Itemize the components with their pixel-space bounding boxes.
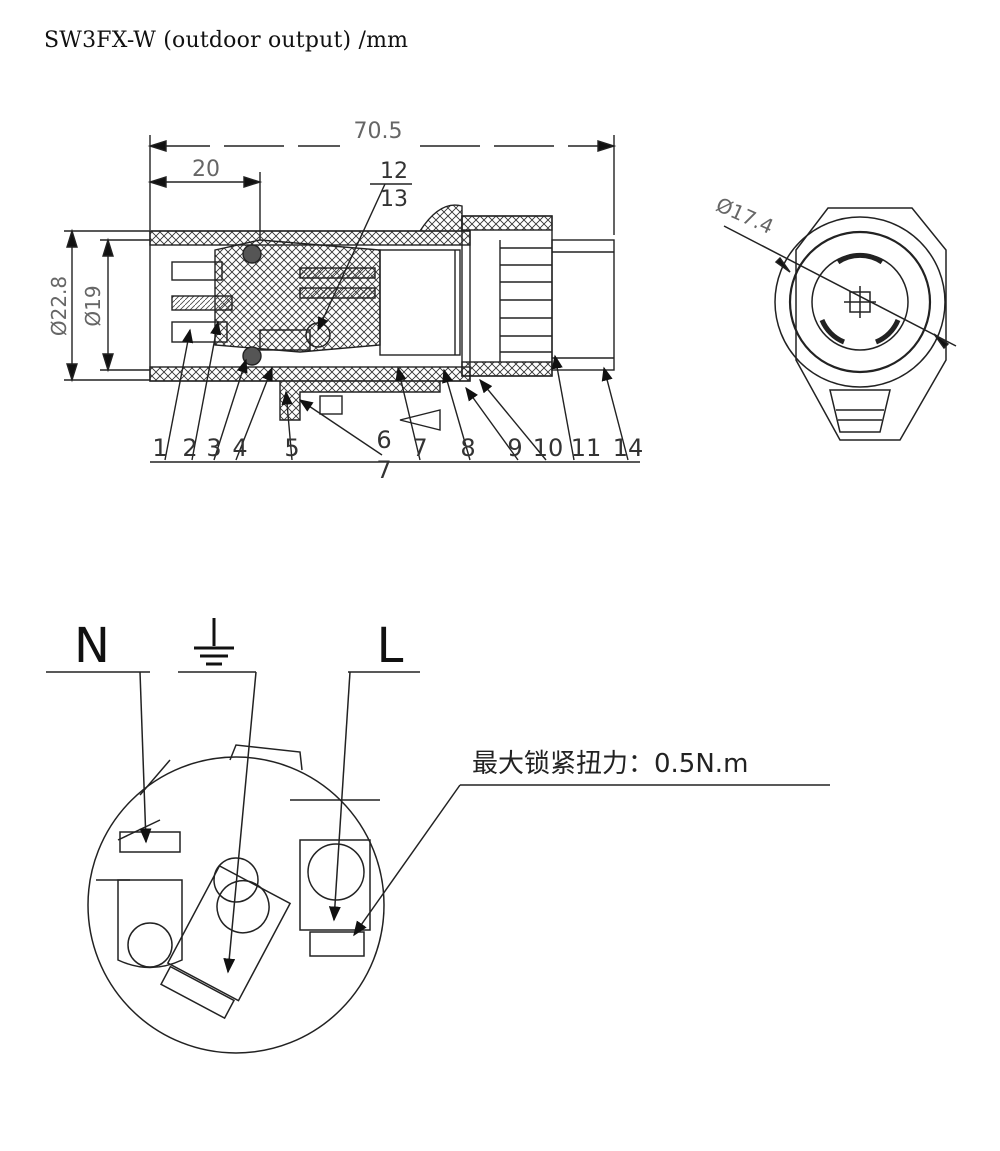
callout-label-3: 3 [206, 434, 221, 462]
dim-70-5-label: 70.5 [354, 119, 403, 144]
callout-labels: 1 2 3 4 5 6 7 7 8 9 10 11 14 [152, 426, 643, 484]
callout-label-2: 2 [182, 434, 197, 462]
dim-17-4-label: Ø17.4 [712, 192, 777, 238]
callout-leaders [150, 320, 640, 463]
dimension-diameters: Ø22.8 Ø19 [47, 228, 150, 383]
terminal-label-l: L [377, 618, 404, 674]
callout-label-14: 13 [380, 187, 408, 212]
callout-label-13: 12 [380, 159, 408, 184]
wiring-detail: N L [46, 618, 830, 1054]
dim-19-label: Ø19 [81, 285, 105, 326]
callout-label-6: 6 [376, 426, 391, 454]
callout-label-5: 5 [284, 434, 299, 462]
dimension-overall-length: 70.5 [147, 119, 617, 235]
callout-label-10: 10 [533, 434, 564, 462]
callout-label-12: 14 [613, 434, 644, 462]
callout-label-7a: 7 [376, 456, 391, 484]
dim-22-8-label: Ø22.8 [47, 276, 71, 336]
terminal-label-n: N [74, 618, 110, 674]
front-view: Ø17.4 [712, 192, 957, 441]
callout-label-11: 11 [571, 434, 602, 462]
dim-20-label: 20 [192, 157, 220, 182]
callout-label-9: 9 [507, 434, 522, 462]
callout-label-4: 4 [232, 434, 247, 462]
callout-13-14: 12 13 [317, 159, 412, 332]
ground-icon [194, 618, 234, 666]
callout-label-7b: 7 [412, 434, 427, 462]
callout-label-1: 1 [152, 434, 167, 462]
side-view: 70.5 20 Ø22.8 [47, 119, 643, 484]
drawing-title: SW3FX-W (outdoor output) /mm [44, 28, 409, 53]
callout-label-8: 8 [460, 434, 475, 462]
torque-note: 最大锁紧扭力：0.5N.m [472, 749, 748, 779]
connector-body [149, 204, 615, 431]
dimension-front-length: 20 [147, 157, 263, 240]
